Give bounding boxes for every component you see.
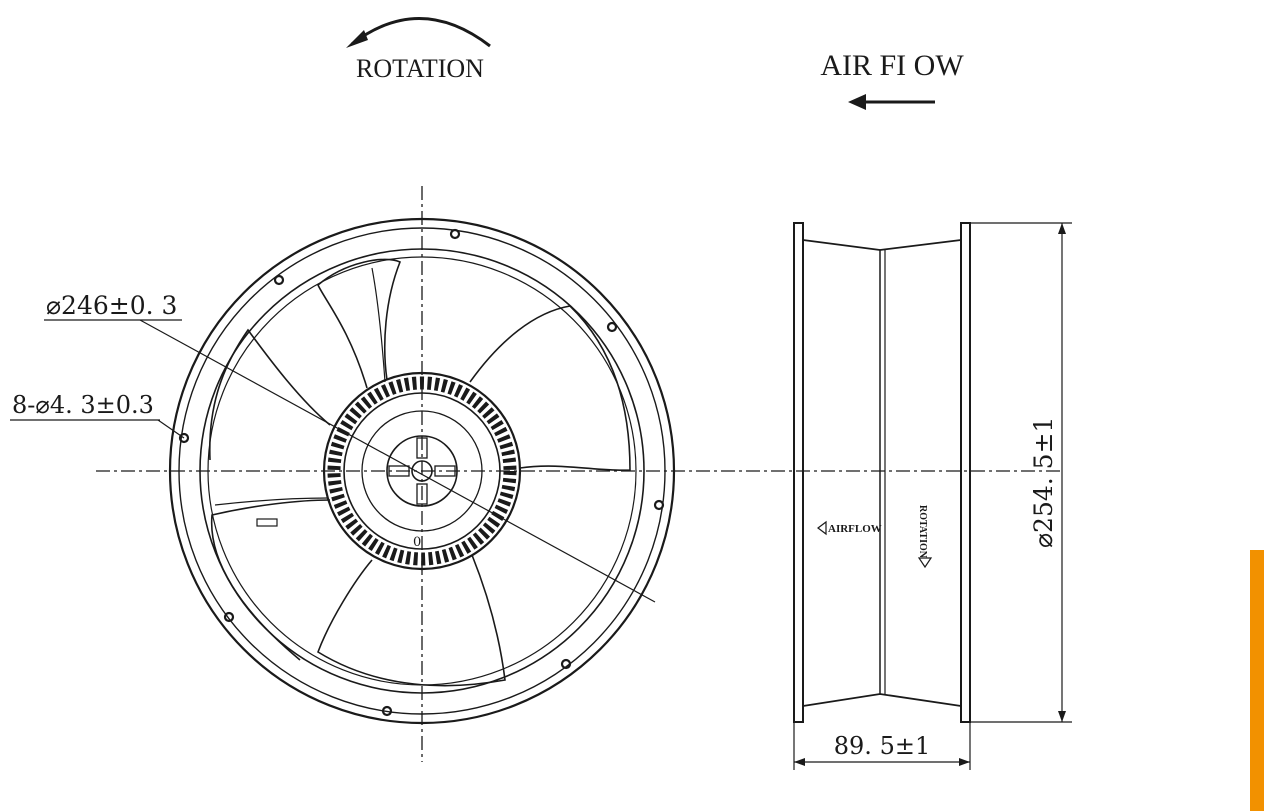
side-rotation-marking: ROTATION bbox=[917, 505, 933, 569]
hub-spoke bbox=[434, 465, 456, 477]
hub-mark: 0 bbox=[413, 535, 421, 550]
dim-arrowhead-icon bbox=[1058, 223, 1066, 234]
mounting-hole bbox=[273, 274, 285, 286]
rotation-label: ROTATION bbox=[356, 54, 484, 83]
blade-inner-edge bbox=[371, 267, 386, 383]
fan-blade bbox=[469, 305, 631, 472]
hub-spoke bbox=[388, 465, 410, 477]
blade-diameter-leader bbox=[139, 319, 656, 603]
rotation-arrow-icon bbox=[351, 17, 491, 48]
accent-bar bbox=[1250, 550, 1264, 811]
mounting-holes-label: 8-⌀4. 3±0.3 bbox=[12, 391, 154, 419]
rotation-indicator: ROTATION bbox=[346, 17, 491, 83]
dim-arrowhead-icon bbox=[794, 758, 805, 766]
mounting-holes bbox=[178, 228, 665, 717]
fan-blade bbox=[317, 554, 506, 687]
housing-bottom-edge bbox=[802, 693, 962, 707]
side-view: AIRFLOW ROTATION ⌀254. 5±1 89. 5±1 bbox=[793, 222, 1072, 770]
frame-ring-2 bbox=[178, 227, 666, 715]
blade-inner-edge bbox=[214, 497, 329, 506]
fan-blade bbox=[317, 258, 402, 389]
hub-center-ring bbox=[386, 435, 458, 507]
side-airflow-arrow-icon bbox=[817, 520, 827, 536]
hub-fin-ring bbox=[327, 376, 517, 566]
fan-hub: 0 bbox=[322, 371, 522, 571]
blade-label-plate bbox=[256, 518, 278, 527]
airflow-indicator: AIR FI OW bbox=[820, 49, 964, 110]
hub-ring-inner bbox=[343, 392, 501, 550]
blade-diameter-label: ⌀246±0. 3 bbox=[46, 291, 177, 320]
outer-frame-ring bbox=[168, 217, 676, 725]
mounting-hole bbox=[653, 499, 665, 511]
left-flange bbox=[793, 222, 804, 723]
fan-blade bbox=[210, 499, 331, 661]
mounting-hole bbox=[606, 321, 618, 333]
dim-arrowhead-icon bbox=[1058, 711, 1066, 722]
holes-leader bbox=[157, 419, 185, 439]
side-rotation-label: ROTATION bbox=[917, 505, 928, 559]
rotation-arrowhead-icon bbox=[346, 30, 368, 48]
mounting-hole bbox=[449, 228, 461, 240]
hub-ring-motor bbox=[361, 410, 483, 532]
frame-ring-3 bbox=[199, 248, 645, 694]
hub-outer-ring bbox=[322, 371, 522, 571]
right-flange bbox=[960, 222, 971, 723]
housing-top-edge bbox=[802, 239, 962, 251]
side-airflow-marking: AIRFLOW bbox=[817, 520, 882, 536]
hub-spoke bbox=[416, 437, 428, 459]
side-rotation-arrow-icon bbox=[917, 557, 933, 569]
mounting-hole bbox=[223, 611, 235, 623]
dim-arrowhead-icon bbox=[959, 758, 970, 766]
side-airflow-label: AIRFLOW bbox=[828, 523, 882, 535]
outer-diameter-label: ⌀254. 5±1 bbox=[1029, 417, 1058, 548]
mounting-hole bbox=[381, 705, 393, 717]
hub-spokes bbox=[388, 437, 456, 505]
fan-blade bbox=[208, 328, 331, 461]
mounting-hole bbox=[560, 658, 572, 670]
fan-blades bbox=[208, 258, 631, 687]
front-view: 0 ⌀246±0. 3 8-⌀4. 3±0.3 bbox=[10, 186, 1060, 762]
airflow-label: AIR FI OW bbox=[820, 49, 964, 82]
airflow-arrowhead-icon bbox=[848, 94, 866, 110]
depth-label: 89. 5±1 bbox=[834, 732, 930, 760]
hub-spoke bbox=[416, 483, 428, 505]
hub-shaft bbox=[411, 460, 433, 482]
mounting-hole bbox=[178, 432, 190, 444]
